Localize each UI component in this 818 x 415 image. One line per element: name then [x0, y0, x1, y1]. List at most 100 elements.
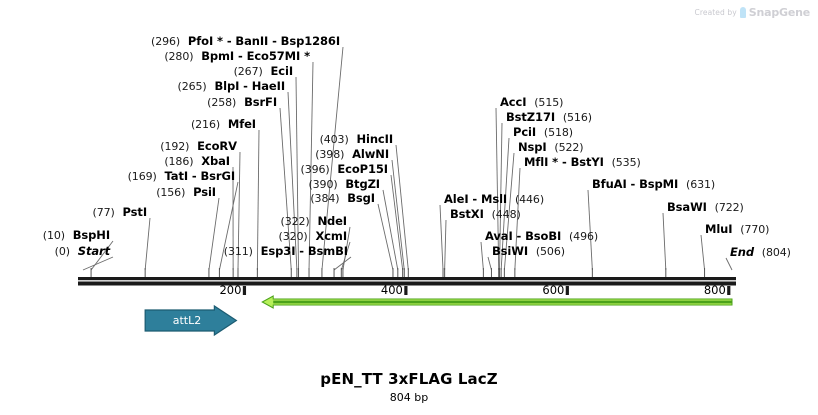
enzyme-position-ecop15i: (396)	[300, 163, 330, 176]
enzyme-label-bstz17i[interactable]: BstZ17I (516)	[506, 110, 592, 125]
enzyme-position-esp3i: (311)	[223, 245, 253, 258]
axis-label-400: 400	[380, 283, 403, 297]
enzyme-name-nspi: NspI	[518, 140, 547, 154]
leader-line-bsrfi	[279, 107, 292, 271]
feature-arrow-core	[273, 300, 732, 304]
enzyme-position-blpi: (265)	[177, 80, 207, 93]
enzyme-label-pfoi[interactable]: (296) PfoI * - BanII - Bsp1286I	[151, 35, 340, 49]
enzyme-label-mfli[interactable]: MflI * - BstYI (535)	[524, 155, 641, 170]
enzyme-label-tati[interactable]: (169) TatI - BsrGI	[127, 170, 235, 184]
leader-line-tati	[218, 181, 239, 271]
map-title-block: pEN_TT 3xFLAG LacZ 804 bp	[0, 370, 818, 404]
enzyme-label-ndei[interactable]: (322) NdeI	[280, 214, 348, 229]
feature-arrow-attl2[interactable]	[144, 304, 238, 337]
enzyme-label-bsgi[interactable]: (384) BsgI	[310, 192, 375, 206]
enzyme-label-psii[interactable]: (156) PsiI	[156, 186, 216, 200]
leader-line-bfuai	[587, 189, 593, 271]
enzyme-label-nspi[interactable]: NspI (522)	[518, 140, 584, 155]
enzyme-label-start[interactable]: (0) Start	[54, 245, 110, 259]
enzyme-name-mfli: MflI * - BstYI	[524, 155, 604, 169]
enzyme-name-ecii: EciI	[270, 64, 294, 78]
enzyme-label-bsrfi[interactable]: (258) BsrFI	[207, 96, 277, 110]
enzyme-label-hincii[interactable]: (403) HincII	[320, 132, 394, 147]
leader-line-mfli	[514, 167, 521, 271]
enzyme-label-bpmi[interactable]: (280) BpmI - Eco57MI *	[164, 49, 310, 64]
leader-line-bsphi	[90, 240, 114, 271]
leader-line-nspi	[503, 152, 515, 271]
enzyme-label-bstxi[interactable]: BstXI (448)	[450, 207, 521, 222]
enzyme-label-avai[interactable]: AvaI - BsoBI (496)	[485, 229, 599, 244]
enzyme-label-bsawi[interactable]: BsaWI (722)	[667, 201, 744, 215]
enzyme-name-ndei: NdeI	[317, 214, 347, 228]
leader-line-ecii	[295, 76, 299, 271]
enzyme-label-ecop15i[interactable]: (396) EcoP15I	[300, 163, 389, 177]
enzyme-label-ecorv[interactable]: (192) EcoRV	[160, 139, 237, 154]
enzyme-position-avai: (496)	[568, 230, 599, 243]
enzyme-label-bfuai[interactable]: BfuAI - BspMI (631)	[592, 178, 715, 192]
leader-line-start	[82, 256, 114, 271]
enzyme-label-xcmi[interactable]: (320) XcmI	[279, 229, 348, 244]
enzyme-label-end[interactable]: End (804)	[730, 246, 791, 260]
axis-tick-marks	[242, 286, 731, 295]
enzyme-label-mlui[interactable]: MluI (770)	[705, 223, 769, 237]
enzyme-position-ecorv: (192)	[160, 140, 190, 153]
enzyme-position-bsrfi: (258)	[207, 96, 237, 109]
enzyme-name-alwni: AlwNI	[352, 147, 389, 161]
enzyme-position-ndei: (322)	[280, 215, 310, 228]
leader-line-mfei	[256, 129, 260, 271]
enzyme-position-start: (0)	[54, 245, 70, 258]
enzyme-position-bpmi: (280)	[164, 50, 194, 63]
leader-line-hincii	[395, 144, 409, 271]
plasmid-name: pEN_TT 3xFLAG LacZ	[320, 370, 498, 388]
enzyme-label-xbai[interactable]: (186) XbaI	[164, 155, 230, 169]
enzyme-label-bsphi[interactable]: (10) BspHI	[43, 228, 110, 243]
plasmid-length: 804 bp	[389, 391, 429, 404]
enzyme-label-blpi[interactable]: (265) BlpI - HaeII	[177, 79, 286, 94]
enzyme-name-avai: AvaI - BsoBI	[485, 229, 562, 243]
leader-line-ecop15i	[390, 174, 404, 271]
leader-line-psti	[144, 217, 151, 271]
enzyme-position-tati: (169)	[127, 170, 157, 183]
enzyme-position-bstxi: (448)	[491, 208, 521, 221]
enzyme-label-ecii[interactable]: (267) EciI	[233, 64, 294, 79]
enzyme-position-alei: (446)	[514, 193, 545, 206]
enzyme-name-bsphi: BspHI	[72, 228, 110, 242]
enzyme-position-nspi: (522)	[554, 141, 584, 154]
axis-label-600: 600	[542, 283, 565, 297]
enzyme-label-bsiwi[interactable]: BsiWI (506)	[492, 244, 565, 259]
leader-line-ndei	[342, 226, 351, 271]
enzyme-name-mfei: MfeI	[227, 117, 256, 131]
enzyme-label-esp3i[interactable]: (311) Esp3I - BsmBI	[223, 244, 348, 259]
enzyme-position-xbai: (186)	[164, 155, 194, 168]
enzyme-name-psti: PstI	[122, 205, 148, 219]
enzyme-name-xcmi: XcmI	[315, 229, 347, 243]
leader-line-bstxi	[444, 219, 447, 271]
enzyme-name-ecorv: EcoRV	[197, 139, 237, 153]
enzyme-label-psti[interactable]: (77) PstI	[93, 205, 148, 220]
leader-line-bsawi	[662, 212, 667, 271]
enzyme-label-acci[interactable]: AccI (515)	[500, 96, 563, 110]
watermark-created-by-text: Created by	[694, 8, 737, 17]
enzyme-name-bstz17i: BstZ17I	[506, 110, 556, 124]
enzyme-name-blpi: BlpI - HaeII	[214, 79, 285, 93]
leader-line-bpmi	[308, 61, 314, 271]
enzyme-position-bsgi: (384)	[310, 192, 340, 205]
enzyme-label-mfei[interactable]: (216) MfeI	[191, 117, 256, 132]
enzyme-name-hincii: HincII	[356, 132, 393, 146]
enzyme-label-alwni[interactable]: (398) AlwNI	[315, 147, 389, 162]
enzyme-name-bsiwi: BsiWI	[492, 244, 529, 258]
enzyme-label-btgzi[interactable]: (390) BtgZI	[308, 178, 380, 192]
leader-line-blpi	[287, 91, 298, 271]
enzyme-name-esp3i: Esp3I - BsmBI	[260, 244, 348, 258]
enzyme-label-alei[interactable]: AleI - MslI (446)	[444, 192, 545, 207]
enzyme-name-bpmi: BpmI - Eco57MI *	[201, 49, 310, 63]
enzyme-name-alei: AleI - MslI	[444, 192, 508, 206]
enzyme-position-end: (804)	[761, 246, 791, 259]
enzyme-position-bsawi: (722)	[714, 201, 744, 214]
axis-tick-800	[727, 286, 731, 295]
axis-tick-200	[242, 286, 247, 295]
enzyme-label-pcii[interactable]: PciI (518)	[513, 126, 573, 140]
enzyme-position-ecii: (267)	[233, 65, 263, 78]
enzyme-name-bstxi: BstXI	[450, 207, 484, 221]
